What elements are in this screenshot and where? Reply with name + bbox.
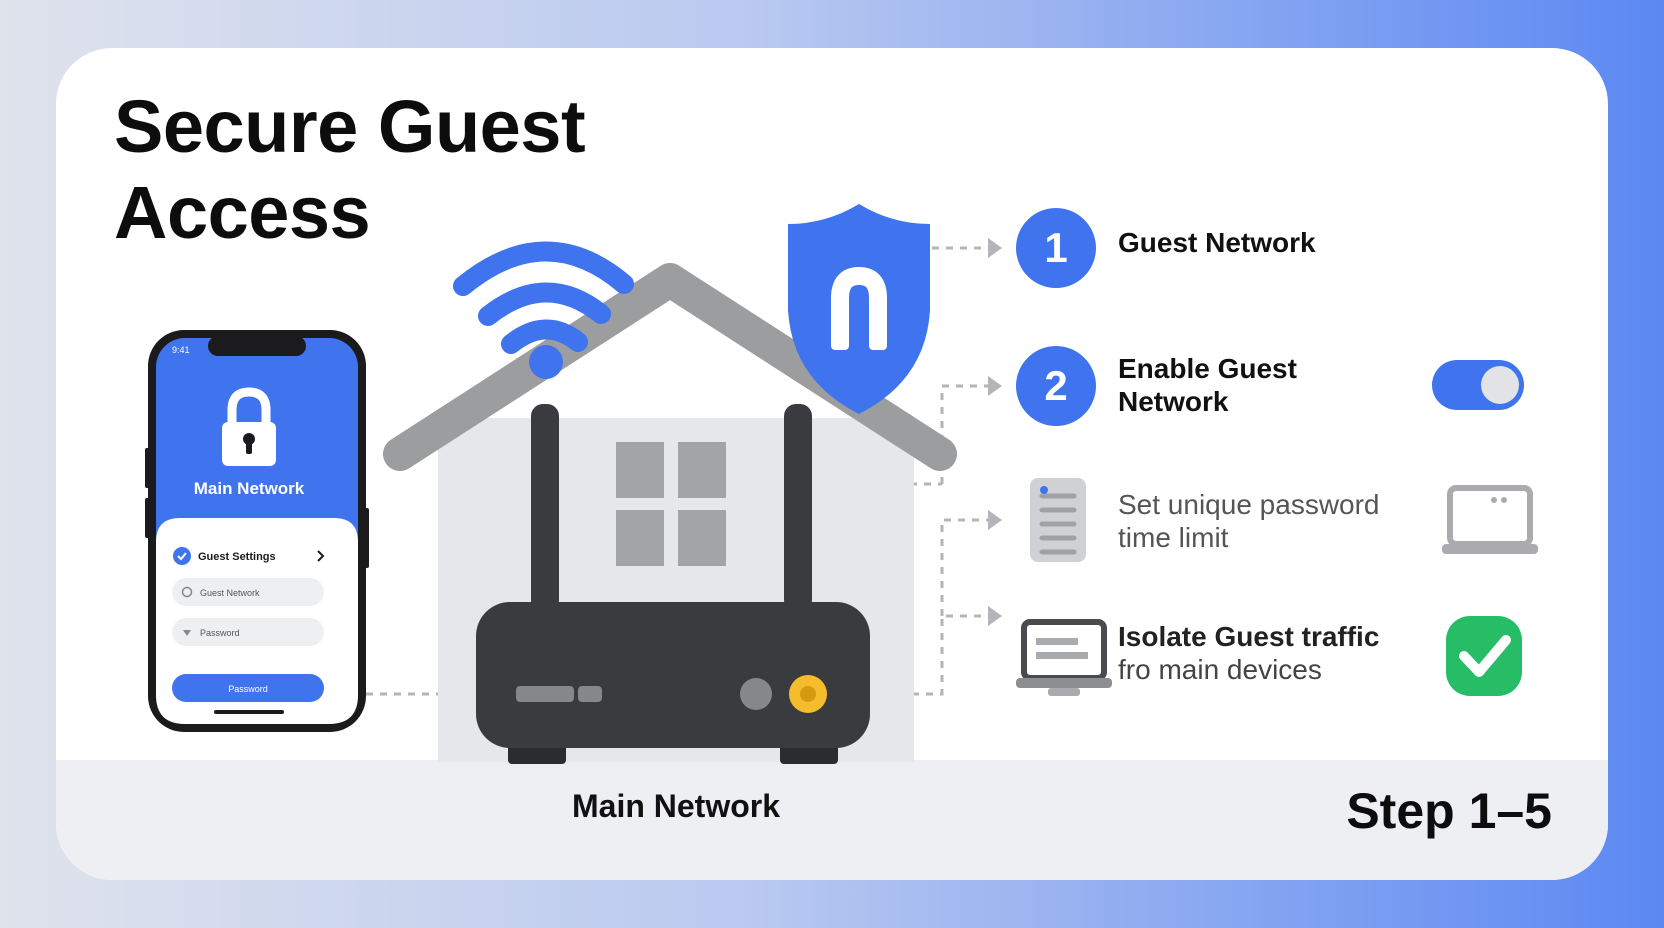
phone-home-indicator: [214, 710, 284, 714]
lock-icon: [222, 387, 276, 466]
main-network-label: Main Network: [571, 788, 781, 824]
router-antenna-right: [784, 404, 812, 612]
router-button: [740, 678, 772, 710]
guest-toggle[interactable]: [1432, 360, 1524, 410]
document-icon: [1030, 478, 1086, 562]
step-3-label: Set unique password time limit: [1118, 489, 1380, 553]
step-2-number: 2: [1044, 362, 1068, 409]
wifi-small-icon: [181, 586, 193, 598]
phone-settings-label: Guest Settings: [198, 551, 276, 563]
shield-icon: [788, 204, 930, 414]
wifi-dot: [529, 345, 563, 379]
step-1-number: 1: [1044, 224, 1068, 271]
step-1-label: Guest Network: [1118, 227, 1316, 258]
connector-arrows: [988, 238, 1002, 626]
laptop-icon: [1442, 485, 1538, 554]
chevron-right-icon: [317, 550, 325, 562]
phone-field-2-text: Password: [200, 628, 240, 638]
connector-step2: [940, 384, 988, 484]
network-scene: 9:41 Main Network Guest Settings Guest N…: [145, 204, 1538, 764]
router-antenna-left: [531, 404, 559, 612]
phone-notch: [208, 336, 306, 356]
phone-settings-row[interactable]: Guest Settings: [173, 547, 325, 565]
step-2-label: Enable Guest Network: [1118, 353, 1297, 417]
connector-step3: [940, 518, 988, 616]
phone-field-2[interactable]: [172, 618, 324, 646]
phone-status-time: 9:41: [172, 345, 190, 355]
phone-field-1[interactable]: [172, 578, 324, 606]
title-line-2: Access: [114, 171, 371, 254]
router-foot-right: [780, 744, 838, 764]
wifi-icon: [453, 241, 634, 354]
check-icon: [1446, 616, 1522, 696]
phone-mockup: 9:41 Main Network Guest Settings Guest N…: [145, 330, 369, 732]
page-title: Secure Guest Access: [114, 84, 586, 256]
key-small-icon: [183, 630, 191, 636]
router-icon: [476, 404, 870, 764]
step-2-badge: [1016, 346, 1096, 426]
router-body: [476, 602, 870, 748]
infographic-card: Secure Guest Access: [56, 48, 1608, 880]
router-port-2: [578, 686, 602, 702]
phone-network-label: Main Network: [194, 479, 305, 498]
phone-primary-button[interactable]: [172, 674, 324, 702]
step-4-label: Isolate Guest traffic fro main devices: [1118, 621, 1380, 685]
router-port-1: [516, 686, 574, 702]
house-window: [616, 442, 726, 566]
router-foot-left: [508, 744, 566, 764]
step-range-label: Step 1–5: [1346, 783, 1552, 839]
phone-button-label: Password: [228, 684, 268, 694]
floor-band: [56, 760, 1608, 880]
title-line-1: Secure Guest: [114, 85, 586, 168]
phone-field-1-text: Guest Network: [200, 588, 260, 598]
laptop-icon-step4: [1016, 619, 1112, 696]
step-1-badge: [1016, 208, 1096, 288]
